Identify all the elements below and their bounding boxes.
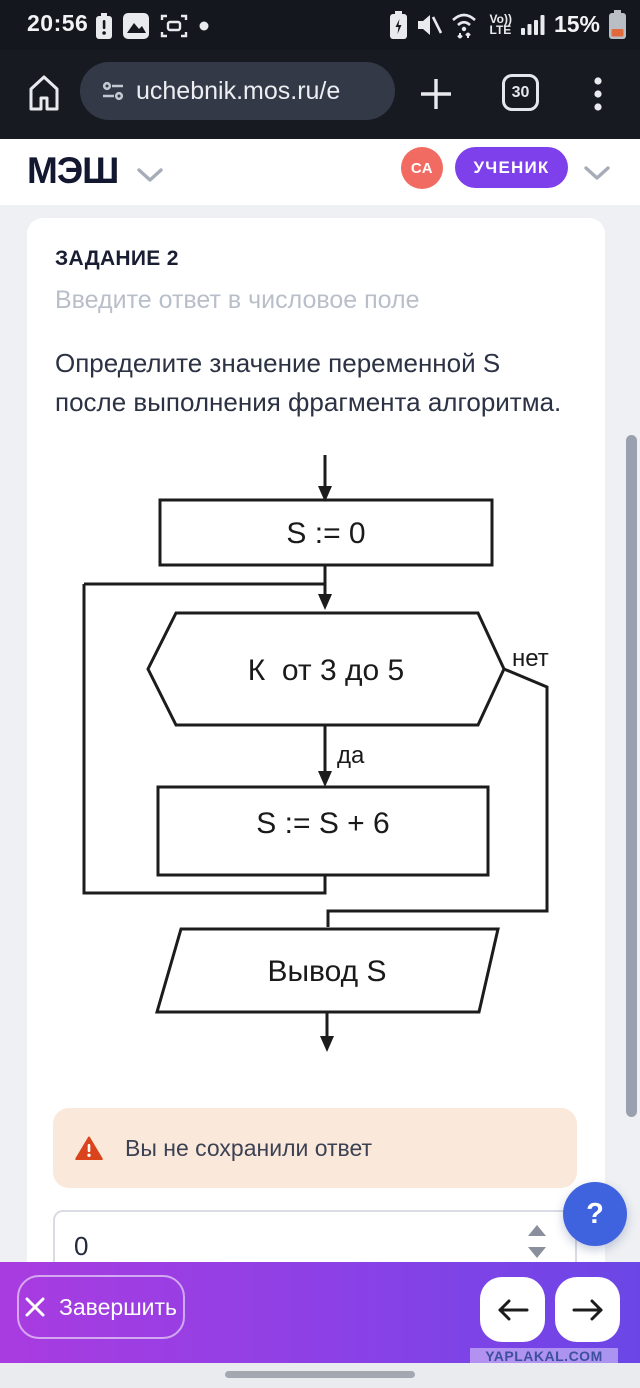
signal-strength-icon	[520, 14, 545, 35]
flowchart-output-label: Вывод S	[267, 955, 386, 988]
algorithm-flowchart: S := 0 К от 3 до 5 нет да S := S + 6 Выв…	[82, 455, 549, 1052]
app-header: МЭШ СА УЧЕНИК	[0, 139, 640, 205]
battery-saver-icon	[389, 10, 407, 39]
warning-icon	[75, 1136, 103, 1160]
finish-button[interactable]: Завершить	[17, 1275, 185, 1339]
finish-label: Завершить	[58, 1293, 178, 1320]
back-button[interactable]	[480, 1277, 545, 1342]
task-card: ЗАДАНИЕ 2 Введите ответ в числовое поле …	[27, 218, 605, 1282]
battery-percent: 15%	[553, 11, 600, 37]
flowchart-condition-label: К от 3 до 5	[248, 654, 404, 687]
battery-low-icon	[609, 10, 626, 39]
volume-muted-icon	[417, 14, 442, 35]
flowchart-no-label: нет	[512, 645, 549, 672]
gesture-handle[interactable]	[225, 1371, 415, 1378]
screenshot-icon	[160, 14, 188, 38]
chevron-down-icon[interactable]	[136, 167, 164, 183]
address-bar[interactable]: uchebnik.mos.ru/e	[80, 62, 395, 120]
arrow-head	[318, 486, 332, 502]
chevron-down-icon[interactable]	[583, 165, 611, 181]
flowchart-yes-label: да	[337, 742, 365, 769]
clock: 20:56	[27, 10, 89, 36]
notification-dot	[199, 21, 209, 31]
arrow-right-icon	[572, 1299, 602, 1320]
role-button[interactable]: УЧЕНИК	[455, 147, 568, 188]
stepper-up-button[interactable]	[527, 1224, 547, 1237]
battery-alert-icon	[96, 13, 112, 39]
flowchart-init-label: S := 0	[286, 517, 365, 550]
volte-indicator: Vo)) LTE	[489, 11, 512, 37]
system-navigation-area	[0, 1363, 640, 1388]
gallery-icon	[123, 13, 149, 39]
flowchart-body-label: S := S + 6	[256, 807, 389, 840]
arrow-left-icon	[498, 1299, 528, 1320]
arrow-head	[320, 1036, 334, 1052]
watermark: YAPLAKAL.COM	[470, 1348, 618, 1364]
task-question: Определите значение переменной S после в…	[55, 348, 562, 417]
browser-toolbar: uchebnik.mos.ru/e 30	[0, 50, 640, 139]
task-subtitle: Введите ответ в числовое поле	[55, 286, 420, 314]
tab-count: 30	[511, 83, 530, 101]
bottom-action-bar: Завершить YAPLAKAL.COM	[0, 1262, 640, 1364]
wifi-icon	[451, 13, 476, 39]
mesh-logo[interactable]: МЭШ	[27, 150, 119, 191]
task-title: ЗАДАНИЕ 2	[55, 247, 179, 270]
close-icon	[25, 1297, 45, 1317]
status-bar: 20:56 Vo)) LTE 15%	[0, 0, 640, 50]
new-tab-button[interactable]	[417, 75, 455, 113]
home-button[interactable]	[26, 73, 62, 111]
stepper-down-button[interactable]	[527, 1246, 547, 1259]
arrow-head	[318, 594, 332, 610]
browser-menu-button[interactable]	[592, 75, 604, 113]
arrow-head	[318, 771, 332, 787]
warning-text: Вы не сохранили ответ	[125, 1134, 373, 1161]
avatar[interactable]: СА	[401, 147, 443, 189]
url-text: uchebnik.mos.ru/e	[136, 76, 341, 105]
unsaved-answer-warning: Вы не сохранили ответ	[53, 1108, 577, 1188]
avatar-initials: СА	[410, 159, 434, 177]
tune-icon	[102, 81, 124, 101]
tab-switcher-button[interactable]: 30	[502, 74, 539, 111]
forward-button[interactable]	[555, 1277, 620, 1342]
help-button[interactable]: ?	[563, 1182, 627, 1246]
scrollbar-thumb[interactable]	[626, 435, 637, 1117]
